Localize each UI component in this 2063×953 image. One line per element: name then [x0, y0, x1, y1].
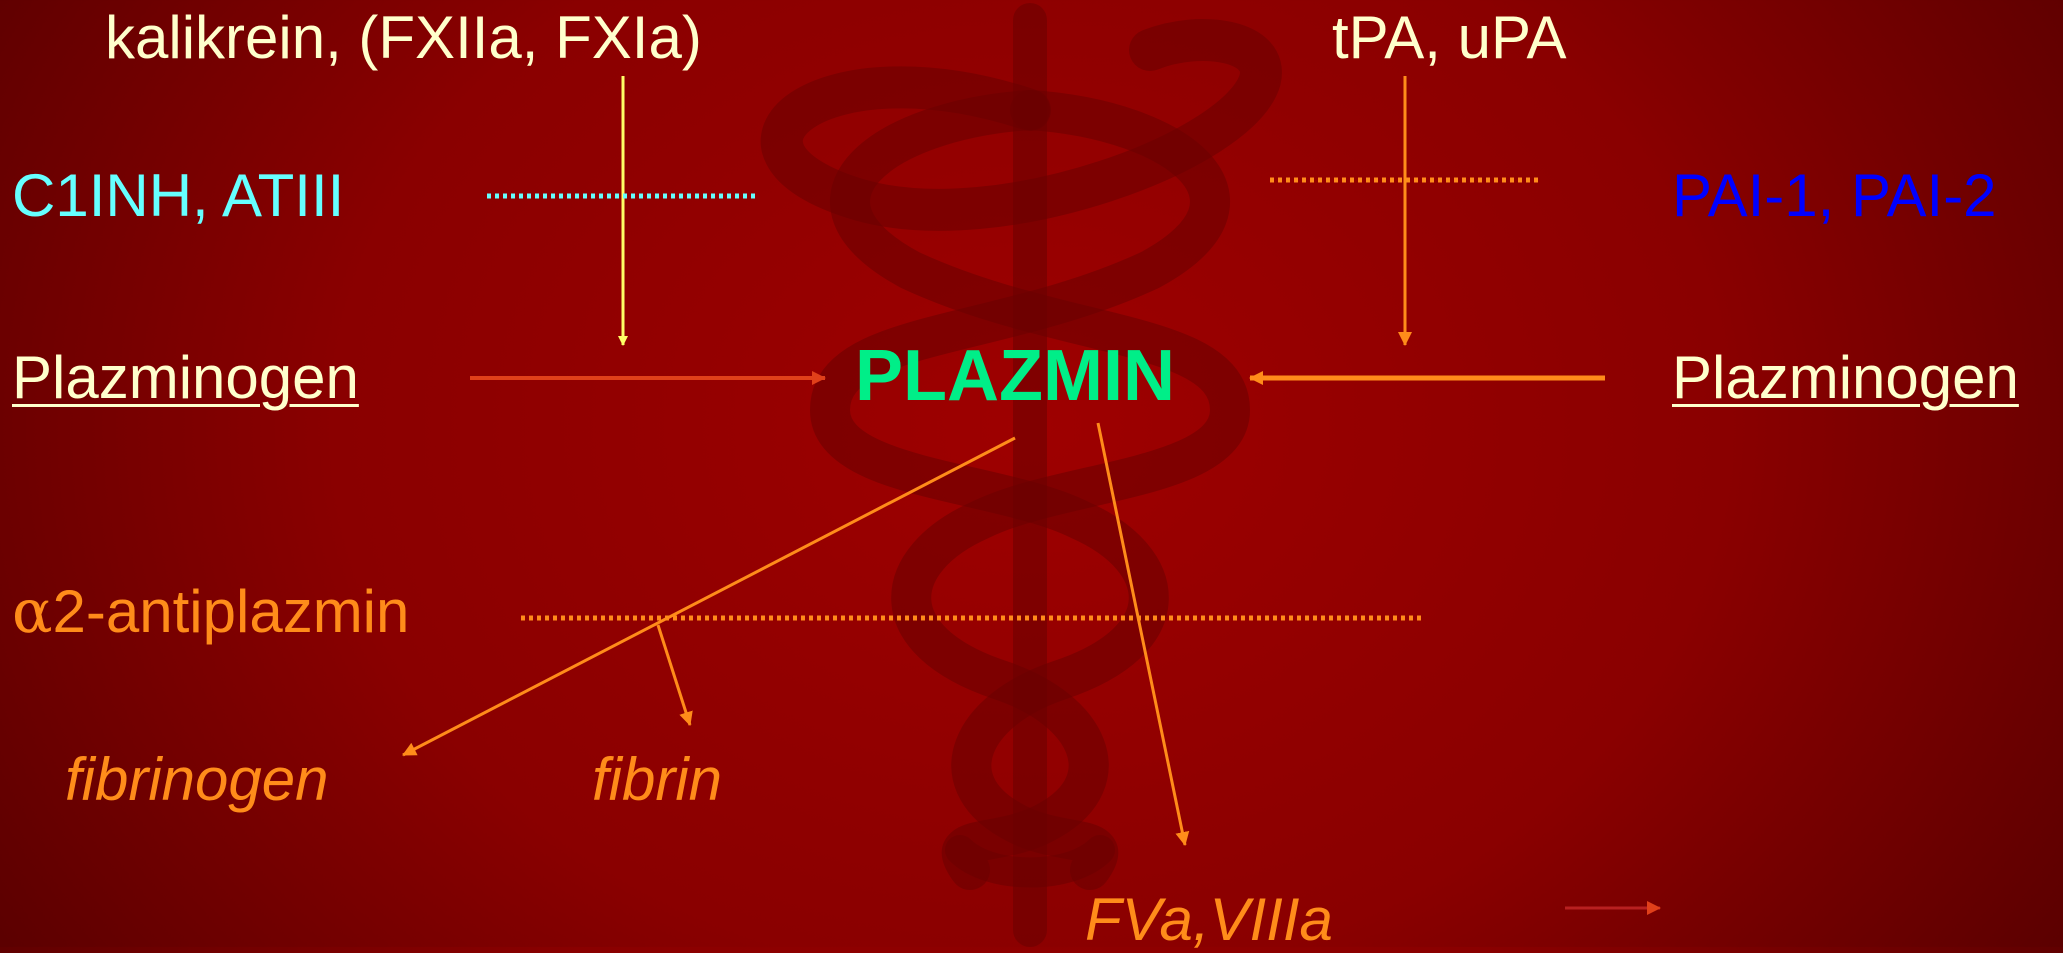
fibrinogen-label: fibrinogen [65, 750, 329, 810]
inhibitors-right-label: PAI-1, PAI-2 [1672, 166, 1997, 226]
factors-label: FVa,VIIIa [1085, 890, 1333, 950]
inhibitors-left-label: C1INH, ATIII [12, 166, 344, 226]
cleavage-arrow-fibrin [658, 625, 690, 725]
activators-left-label: kalikrein, (FXIIa, FXIa) [105, 8, 702, 68]
fibrin-label: fibrin [592, 750, 722, 810]
cleavage-arrow-factors [1098, 423, 1185, 845]
plasminogen-right-label: Plazminogen [1672, 348, 2019, 408]
plasminogen-left-label: Plazminogen [12, 348, 359, 408]
antiplasmin-text: 2-antiplazmin [53, 578, 410, 645]
cleavage-arrow-fibrinogen [403, 438, 1015, 755]
activators-right-label: tPA, uPA [1332, 8, 1567, 68]
antiplasmin-label: α2-antiplazmin [12, 582, 409, 642]
plazmin-label: PLAZMIN [855, 340, 1175, 412]
alpha-symbol: α [12, 577, 53, 647]
